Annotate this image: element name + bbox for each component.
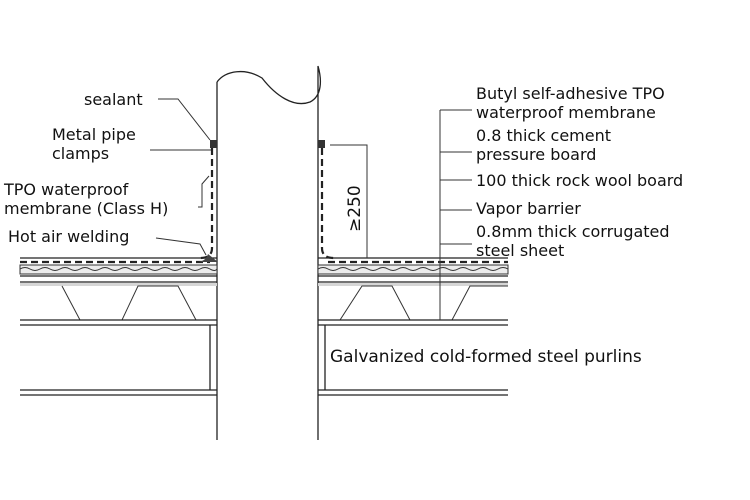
label-metal-pipe-clamps-line2: clamps (52, 144, 109, 163)
roof-build-up-left (19, 257, 218, 396)
label-vapor-barrier: Vapor barrier (476, 199, 581, 218)
leaders-right (439, 109, 472, 320)
tpo-flashing-left (199, 148, 214, 260)
label-steel-sheet-line2: steel sheet (476, 241, 564, 260)
label-butyl-line2: waterproof membrane (476, 103, 656, 122)
pipe (216, 65, 322, 440)
tpo-flashing-right (320, 148, 335, 260)
label-butyl-line1: Butyl self-adhesive TPO (476, 84, 665, 103)
label-tpo-membrane-line2: membrane (Class H) (4, 199, 168, 218)
corrugated-sheet-right (318, 285, 508, 321)
label-cement-board-line1: 0.8 thick cement (476, 126, 611, 145)
label-purlins: Galvanized cold-formed steel purlins (330, 347, 642, 367)
label-cement-board-line2: pressure board (476, 145, 596, 164)
pipe-flashing (198, 140, 335, 262)
label-hot-air-welding: Hot air welding (8, 227, 129, 246)
pipe-right-wall-and-cut (216, 65, 322, 440)
leaders-left (150, 98, 211, 256)
label-steel-sheet-line1: 0.8mm thick corrugated (476, 222, 670, 241)
label-metal-pipe-clamps-line1: Metal pipe (52, 125, 136, 144)
dimension-line: ≥250 (330, 144, 368, 258)
label-rock-wool: 100 thick rock wool board (476, 171, 683, 190)
dimension-label: ≥250 (345, 185, 365, 232)
label-sealant: sealant (84, 90, 143, 109)
label-tpo-membrane-line1: TPO waterproof (3, 180, 129, 199)
pipe-clamp-left (210, 140, 217, 148)
hot-air-weld (198, 254, 218, 262)
corrugated-sheet-left (61, 285, 217, 321)
roof-build-up-right (317, 257, 509, 396)
pipe-clamp-right (318, 140, 325, 148)
cement-board-right (317, 264, 509, 275)
